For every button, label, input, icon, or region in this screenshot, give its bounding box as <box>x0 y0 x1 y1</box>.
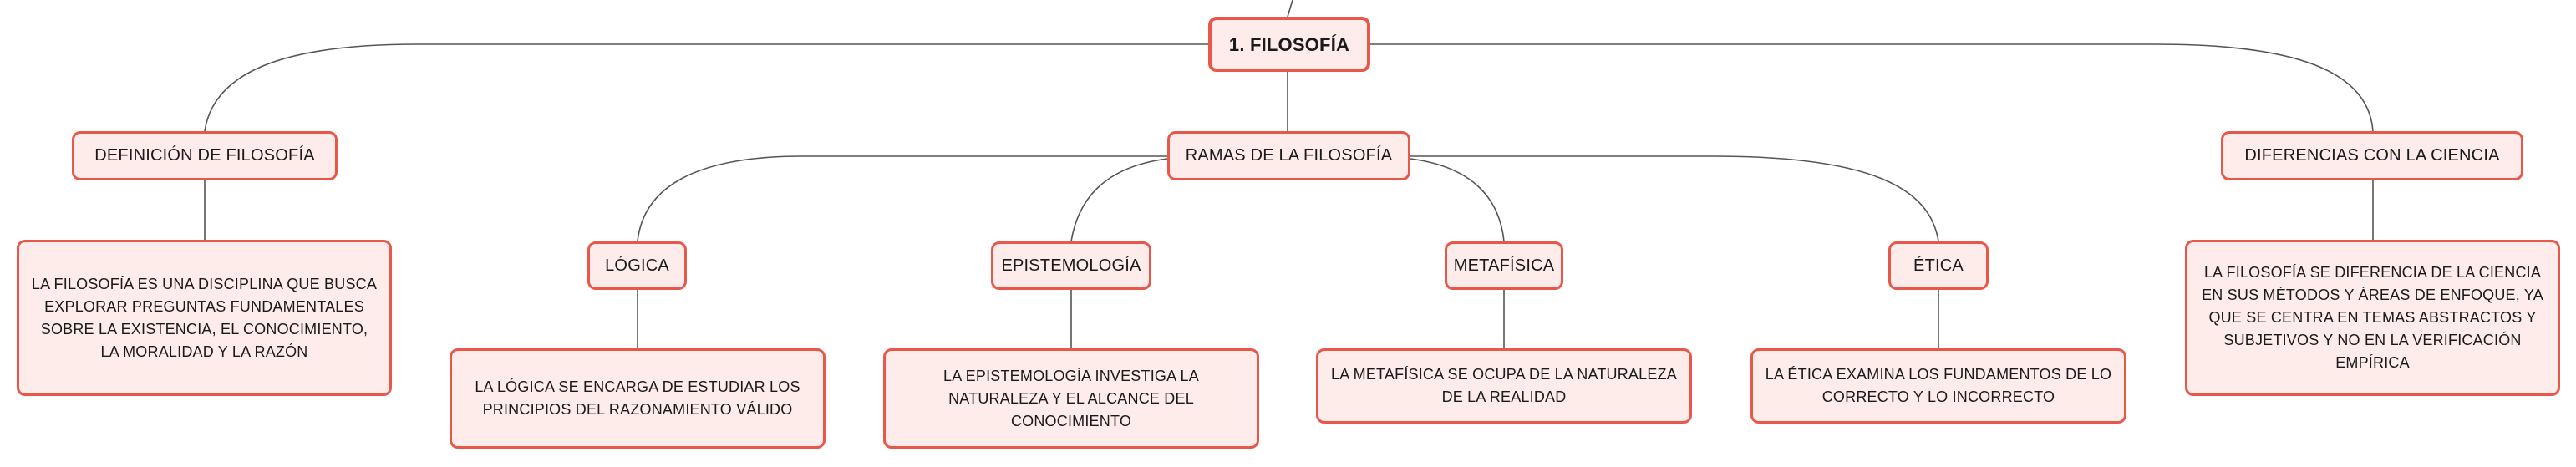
logica-text: LA LÓGICA SE ENCARGA DE ESTUDIAR LOS PRI… <box>475 378 800 418</box>
logica-label: LÓGICA <box>605 256 669 275</box>
node-epistemologia[interactable]: EPISTEMOLOGÍA <box>991 241 1151 290</box>
etica-text: LA ÉTICA EXAMINA LOS FUNDAMENTOS DE LO C… <box>1765 366 2112 405</box>
metafisica-label: METAFÍSICA <box>1453 256 1555 275</box>
diferencias-text-box[interactable]: LA FILOSOFÍA SE DIFERENCIA DE LA CIENCIA… <box>2185 240 2560 396</box>
node-etica[interactable]: ÉTICA <box>1888 241 1989 290</box>
node-definicion[interactable]: DEFINICIÓN DE FILOSOFÍA <box>72 131 338 180</box>
node-diferencias[interactable]: DIFERENCIAS CON LA CIENCIA <box>2221 131 2523 180</box>
incoming-connector <box>1287 0 1293 18</box>
connector-ramas-metafisica <box>1410 158 1505 242</box>
root-node[interactable]: 1. FILOSOFÍA <box>1208 17 1370 72</box>
etica-label: ÉTICA <box>1913 256 1964 275</box>
metafisica-text-box[interactable]: LA METAFÍSICA SE OCUPA DE LA NATURALEZA … <box>1316 348 1692 424</box>
definicion-label: DEFINICIÓN DE FILOSOFÍA <box>94 146 315 165</box>
connector-root-definicion <box>204 43 1208 132</box>
diferencias-label: DIFERENCIAS CON LA CIENCIA <box>2244 146 2500 165</box>
metafisica-text: LA METAFÍSICA SE OCUPA DE LA NATURALEZA … <box>1331 366 1677 405</box>
connector-root-diferencias <box>1370 43 2374 132</box>
epistemologia-text: LA EPISTEMOLOGÍA INVESTIGA LA NATURALEZA… <box>943 367 1199 429</box>
node-metafisica[interactable]: METAFÍSICA <box>1445 241 1563 290</box>
connector-ramas-logica <box>637 155 1167 242</box>
node-logica[interactable]: LÓGICA <box>587 241 687 290</box>
connector-ramas-epistemologia <box>1070 158 1168 242</box>
etica-text-box[interactable]: LA ÉTICA EXAMINA LOS FUNDAMENTOS DE LO C… <box>1750 348 2126 424</box>
diferencias-text: LA FILOSOFÍA SE DIFERENCIA DE LA CIENCIA… <box>2202 264 2543 371</box>
logica-text-box[interactable]: LA LÓGICA SE ENCARGA DE ESTUDIAR LOS PRI… <box>450 348 826 449</box>
node-ramas[interactable]: RAMAS DE LA FILOSOFÍA <box>1167 131 1410 180</box>
root-label: 1. FILOSOFÍA <box>1228 33 1350 55</box>
epistemologia-label: EPISTEMOLOGÍA <box>1001 256 1141 275</box>
epistemologia-text-box[interactable]: LA EPISTEMOLOGÍA INVESTIGA LA NATURALEZA… <box>883 348 1259 449</box>
ramas-label: RAMAS DE LA FILOSOFÍA <box>1185 146 1393 165</box>
definicion-text: LA FILOSOFÍA ES UNA DISCIPLINA QUE BUSCA… <box>31 275 378 360</box>
connector-ramas-etica <box>1410 155 1939 242</box>
definicion-text-box[interactable]: LA FILOSOFÍA ES UNA DISCIPLINA QUE BUSCA… <box>17 240 392 396</box>
